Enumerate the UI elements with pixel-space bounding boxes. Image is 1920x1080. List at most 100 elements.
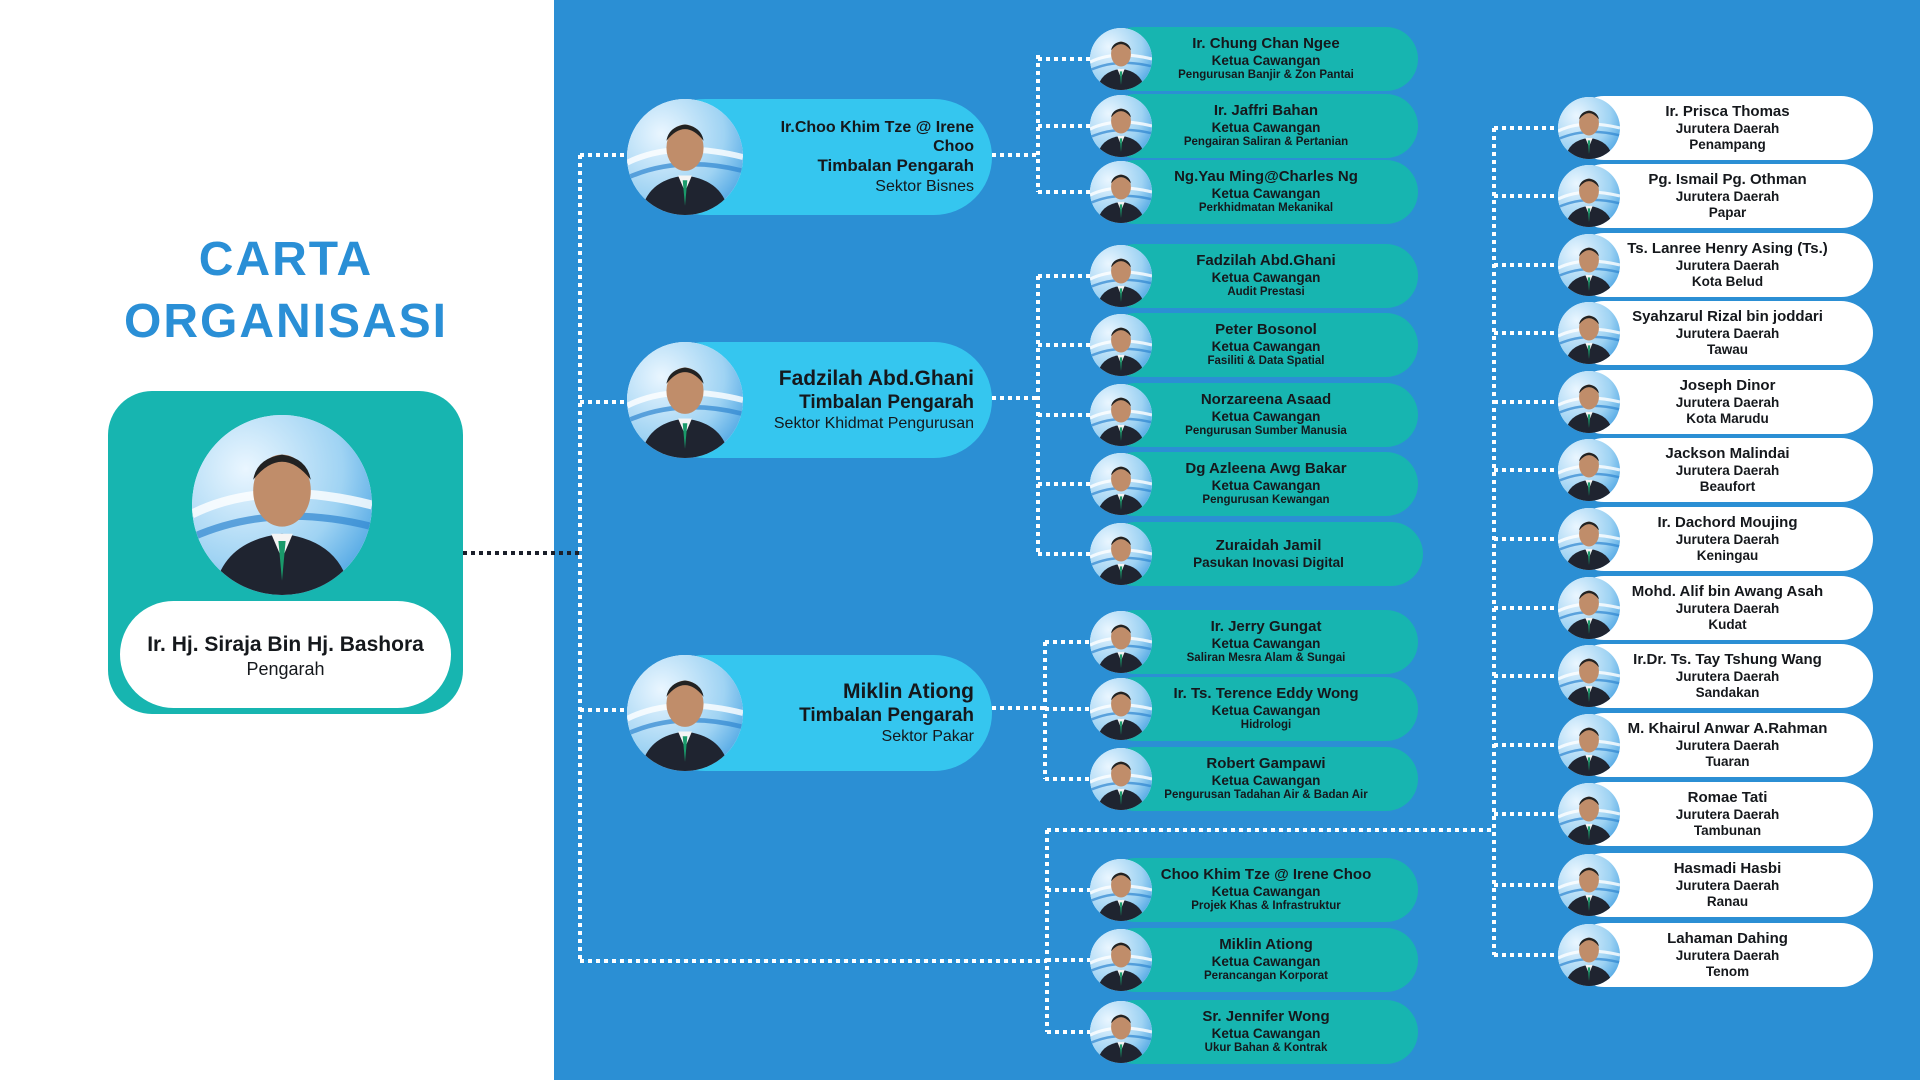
deputy-card-title: Timbalan Pengarah	[799, 391, 974, 413]
district-engineer-card-photo	[1558, 439, 1620, 501]
district-engineer-card-district: Penampang	[1689, 137, 1766, 152]
branch-head-card-name: Norzareena Asaad	[1200, 391, 1332, 408]
branch-head-card-photo	[1090, 859, 1152, 921]
district-engineer-card-district: Tuaran	[1705, 754, 1750, 769]
district-engineer-card-district: Tenom	[1705, 964, 1750, 979]
district-engineer-card-role: Jurutera Daerah	[1675, 531, 1780, 547]
person-portrait-icon	[1558, 577, 1620, 639]
deputy-card-sector: Sektor Bisnes	[875, 177, 974, 195]
branch-head-card-name: Ng.Yau Ming@Charles Ng	[1174, 168, 1358, 185]
branch-head-card-pill	[1104, 313, 1418, 377]
director-label: Ir. Hj. Siraja Bin Hj. Bashora Pengarah	[120, 601, 451, 708]
district-engineer-card-district: Sandakan	[1695, 685, 1760, 700]
district-engineer-card-name: Pg. Ismail Pg. Othman	[1648, 170, 1807, 188]
branch-head-card-photo	[1090, 611, 1152, 673]
district-engineer-card-role: Jurutera Daerah	[1675, 600, 1780, 616]
connector-group-2	[992, 274, 1092, 556]
branch-head-card-name: Miklin Ationg	[1219, 936, 1313, 953]
district-engineer-card-pill	[1572, 438, 1873, 502]
branch-head-card-name: Ir. Jerry Gungat	[1210, 618, 1322, 635]
district-engineer-card-photo	[1558, 783, 1620, 845]
person-portrait-icon	[1090, 314, 1152, 376]
page-title-line1: CARTA	[198, 233, 374, 286]
district-engineer-card-role: Jurutera Daerah	[1675, 737, 1780, 753]
district-engineer-card-pill	[1572, 713, 1873, 777]
branch-head-card-photo	[1090, 161, 1152, 223]
branch-head-card-unit: Pengairan Saliran & Pertanian	[1183, 136, 1349, 149]
person-portrait-icon	[1558, 165, 1620, 227]
district-engineer-card-photo	[1558, 577, 1620, 639]
district-engineer-card-photo	[1558, 234, 1620, 296]
deputy-card-sector: Sektor Khidmat Pengurusan	[773, 415, 974, 433]
deputy-card-photo	[627, 99, 743, 215]
branch-head-card-photo	[1090, 1001, 1152, 1063]
person-portrait-icon	[1558, 302, 1620, 364]
person-portrait-icon	[1090, 95, 1152, 157]
district-engineer-card-photo	[1558, 97, 1620, 159]
branch-head-card-role: Ketua Cawangan	[1211, 53, 1321, 68]
person-portrait-icon	[1090, 929, 1152, 991]
district-engineer-card-name: Syahzarul Rizal bin joddari	[1632, 307, 1823, 325]
branch-head-card-pill	[1104, 858, 1418, 922]
branch-head-card-unit: Audit Prestasi	[1227, 286, 1305, 299]
branch-head-card-role: Ketua Cawangan	[1211, 270, 1321, 285]
branch-head-card-unit: Perkhidmatan Mekanikal	[1198, 202, 1334, 215]
district-engineer-card-name: Ts. Lanree Henry Asing (Ts.)	[1627, 239, 1828, 257]
branch-head-card-pill	[1104, 244, 1418, 308]
branch-head-card-unit: Perancangan Korporat	[1204, 970, 1328, 983]
district-engineer-card-pill	[1572, 853, 1873, 917]
branch-head-card-role: Ketua Cawangan	[1211, 954, 1321, 969]
branch-head-card-pill	[1104, 452, 1418, 516]
branch-head-card-unit: Fasiliti & Data Spatial	[1207, 355, 1325, 368]
branch-head-card-photo	[1090, 245, 1152, 307]
branch-head-card-pill	[1104, 610, 1418, 674]
branch-head-card-photo	[1090, 678, 1152, 740]
person-portrait-icon	[1558, 371, 1620, 433]
branch-head-card-role: Ketua Cawangan	[1211, 884, 1321, 899]
branch-head-card-name: Fadzilah Abd.Ghani	[1196, 252, 1336, 269]
branch-head-card-role: Pasukan Inovasi Digital	[1193, 554, 1344, 570]
branch-head-card-role: Ketua Cawangan	[1211, 409, 1321, 424]
person-portrait-icon	[1090, 245, 1152, 307]
branch-head-card-pill	[1104, 160, 1418, 224]
branch-head-card-photo	[1090, 384, 1152, 446]
deputy-card-title: Timbalan Pengarah	[817, 156, 974, 176]
branch-head-card-name: Peter Bosonol	[1215, 321, 1317, 338]
branch-head-card-role: Ketua Cawangan	[1211, 773, 1321, 788]
branch-head-card-pill	[1104, 928, 1418, 992]
director-card: Ir. Hj. Siraja Bin Hj. Bashora Pengarah	[108, 391, 463, 714]
person-portrait-icon	[1558, 508, 1620, 570]
district-engineer-card-photo	[1558, 645, 1620, 707]
district-engineer-card-pill	[1572, 644, 1873, 708]
district-engineer-card-name: Mohd. Alif bin Awang Asah	[1631, 582, 1824, 600]
district-engineer-card-photo	[1558, 371, 1620, 433]
page-title-line2: ORGANISASI	[123, 295, 449, 348]
person-portrait-icon	[1558, 714, 1620, 776]
district-engineer-card-district: Kota Marudu	[1686, 411, 1769, 426]
district-engineer-card-role: Jurutera Daerah	[1675, 394, 1780, 410]
district-engineer-card-name: Ir. Prisca Thomas	[1665, 102, 1790, 120]
district-engineer-card-name: Jackson Malindai	[1665, 444, 1790, 462]
person-portrait-icon	[1090, 611, 1152, 673]
person-portrait-icon	[1090, 28, 1152, 90]
district-engineer-card-text: Ts. Lanree Henry Asing (Ts.)Jurutera Dae…	[1622, 233, 1833, 297]
district-engineer-card-pill	[1572, 507, 1873, 571]
